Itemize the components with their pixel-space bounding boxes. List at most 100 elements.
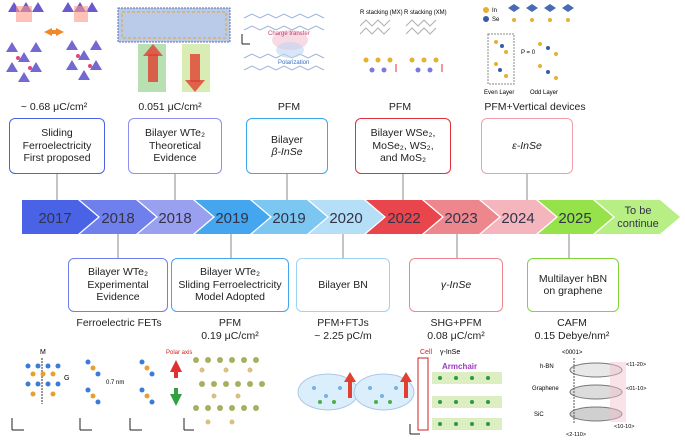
timeline-seg-2025 [538,200,613,234]
timeline-seg-continue [595,200,680,234]
year-2017: 2017 [38,210,71,227]
odd-layer-label: Odd Layer [530,90,558,96]
milestone-2018-theory-line3: Evidence [153,152,197,165]
year-2019b: 2019 [272,210,305,227]
continue-line1: To be [625,205,652,217]
year-2018b: 2018 [158,210,191,227]
year-2018a: 2018 [101,210,134,227]
r-stacking-mx-label: R stacking (MX) [360,10,403,16]
se-label: Se [492,17,500,23]
caption-2019-model-2: 0.19 μC/cm² [201,330,259,342]
timeline-seg-2024 [481,200,556,234]
figure-2017-lattice [6,2,102,82]
dir-2110-label: <2-110> [566,432,586,438]
caption-2017: ~ 0.68 μC/cm² [20,101,88,113]
figure-2018-wte2-structures: M G 0.7 nm Polar axis [11,349,192,431]
figure-2023-gamma-inse: Cell γ-InSe Armchair [409,349,502,435]
year-2020: 2020 [329,210,362,227]
polar-axis-label: Polar axis [166,350,192,356]
distance-label: 0.7 nm [106,380,124,386]
milestone-2018-exp-line3: Evidence [96,291,140,304]
cell-label: Cell [420,349,433,356]
year-2022: 2022 [387,210,420,227]
timeline-seg-2023 [424,200,499,234]
figure-2019-wte2-stack [183,357,265,431]
caption-2018-exp: Ferroelectric FETs [76,317,162,329]
milestone-2018-theory-line1: Bilayer WTe₂ [144,127,206,140]
milestone-2025-line1: Multilayer hBN [538,272,608,285]
milestone-2019-model-line1: Bilayer WTe₂ [199,266,261,279]
milestone-2017-line3: First proposed [23,152,91,165]
sic-label: SiC [534,412,544,418]
milestone-2018-exp-line2: Experimental [87,278,149,291]
m-label: M [40,349,46,356]
milestone-2019-beta-line2: β-InSe [271,146,303,158]
gamma-inse-label: γ-InSe [440,349,460,356]
figure-2019-beta-inse: Charge transfer Polarization [241,13,325,71]
figure-2018-wte2 [117,7,231,92]
milestone-2023-line1: γ-InSe [440,278,472,291]
milestone-2017: Sliding Ferroelectricity First proposed [9,118,105,174]
timeline-seg-2017 [22,200,98,234]
in-label: In [492,8,497,14]
milestone-2022-line3: and MoS₂ [379,152,427,165]
milestone-2018-experimental: Bilayer WTe₂ Experimental Evidence [68,258,168,312]
caption-2020-1: PFM+FTJs [317,317,369,329]
milestone-2023: γ-InSe [409,258,503,312]
year-2024: 2024 [501,210,534,227]
milestone-2019-model-line3: Model Adopted [194,291,266,304]
milestone-2022-line2: MoSe₂, WS₂, [372,139,434,152]
dir-1120-label: <11-20> [626,362,646,368]
figure-2024-epsilon-inse: In Se P = 0 Even Layer Odd Layer [483,4,574,96]
milestone-2024: ε-InSe [481,118,573,174]
graphene-label: Graphene [532,386,559,392]
milestone-2018-exp-line1: Bilayer WTe₂ [87,266,149,279]
figure-2025-hbn-graphene: <0001> h-BN Graphene SiC <11-20> <01-10>… [532,350,647,438]
even-layer-label: Even Layer [484,90,514,96]
g-label: G [64,375,69,382]
polarization-label: Polarization [278,60,309,66]
year-2019a: 2019 [215,210,248,227]
timeline-seg-2020 [309,200,384,234]
caption-2019-model-1: PFM [218,317,242,329]
charge-transfer-label: Charge transfer [268,31,310,37]
milestone-2020-line1: Bilayer BN [318,278,368,291]
timeline-seg-2018b [138,200,213,234]
milestone-2025: Multilayer hBN on graphene [527,258,619,312]
r-stacking-xm-label: R stacking (XM) [404,10,447,16]
dir-1010-label: <10-10> [614,424,635,430]
milestone-2024-line1: ε-InSe [512,139,542,152]
timeline-seg-2018a [80,200,156,234]
top-figures: Charge transfer Polarization R stacking … [6,2,574,96]
timeline-seg-2019a [195,200,270,234]
timeline-graphic: 2017 2018 2018 2019 2019 2020 2022 2023 … [22,174,680,258]
figure-2022-r-stacking: R stacking (MX) R stacking (XM) [359,10,447,73]
milestone-2019-model-line2: Sliding Ferroelectricity [178,278,282,291]
milestone-2022: Bilayer WSe₂, MoSe₂, WS₂, and MoS₂ [355,118,451,174]
milestone-2018-theory: Bilayer WTe₂ Theoretical Evidence [128,118,222,174]
timeline-seg-2022 [366,200,442,234]
continue-line2: continue [617,218,659,230]
caption-2024: PFM+Vertical devices [484,101,586,113]
bottom-figures: M G 0.7 nm Polar axis Cell [11,349,647,438]
caption-2020-2: ~ 2.25 pC/m [314,330,372,342]
milestone-2017-line2: Ferroelectricity [22,139,92,152]
milestone-2019-model: Bilayer WTe₂ Sliding Ferroelectricity Mo… [171,258,289,312]
dir-0110-label: <01-10> [626,386,647,392]
milestone-2025-line2: on graphene [543,285,603,297]
caption-2022: PFM [388,101,412,113]
milestone-2018-theory-line2: Theoretical [149,139,201,152]
dir-0001-label: <0001> [562,350,583,356]
caption-2023-1: SHG+PFM [430,317,482,329]
caption-2018-theory: 0.051 μC/cm² [138,101,202,113]
milestone-2019-beta-inse: Bilayer β-InSe [246,118,328,174]
caption-2025-2: 0.15 Debye/nm² [534,330,610,342]
milestone-2022-line1: Bilayer WSe₂, [370,127,436,140]
year-2025: 2025 [558,210,591,227]
milestone-2019-beta-line1: Bilayer [270,133,304,146]
caption-2025-1: CAFM [557,317,587,329]
figure-2020-bn [297,372,415,411]
armchair-label: Armchair [442,362,477,371]
hbn-label: h-BN [540,364,554,370]
milestone-2017-line1: Sliding [41,127,73,140]
